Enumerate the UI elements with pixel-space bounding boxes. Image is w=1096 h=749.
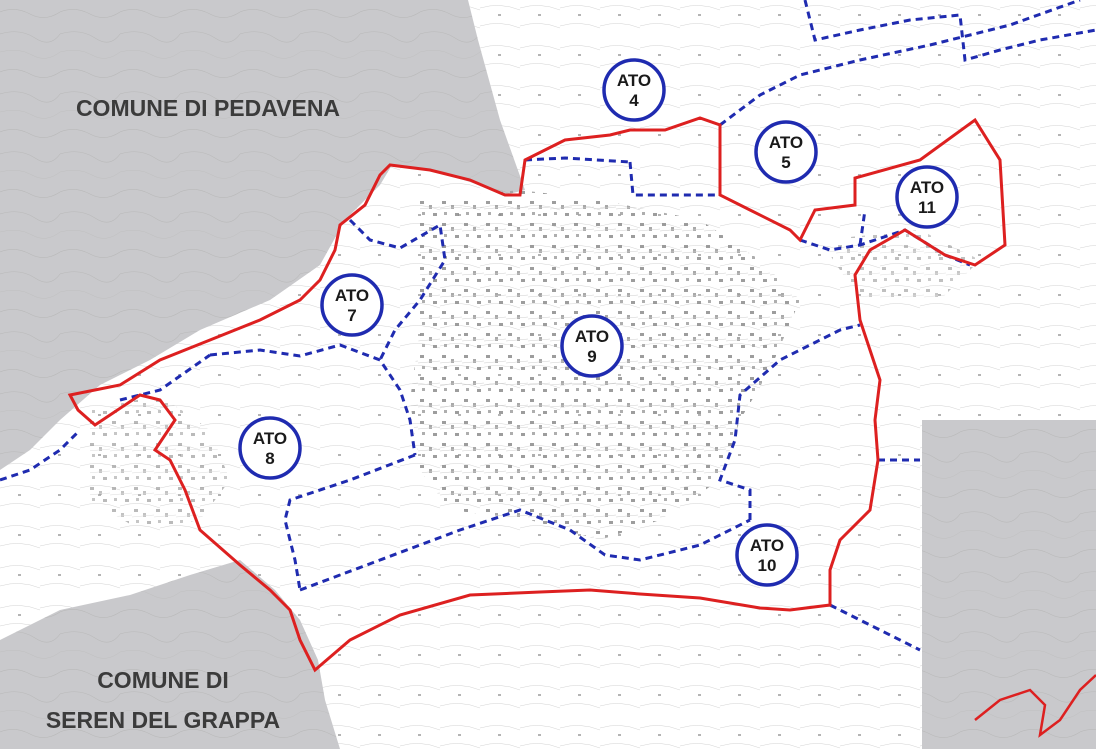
label-seren-line2: SEREN DEL GRAPPA: [46, 707, 280, 733]
ato-4-marker[interactable]: ATO 4: [602, 58, 666, 122]
ato-8-marker[interactable]: ATO 8: [238, 416, 302, 480]
municipal-boundary: [67, 116, 1007, 673]
village-west: [90, 395, 230, 530]
svg-text:ATO: ATO: [769, 133, 803, 152]
ato-10-marker[interactable]: ATO 10: [735, 523, 799, 587]
inset-boundary: [974, 674, 1096, 738]
ato-9-marker[interactable]: ATO 9: [560, 314, 624, 378]
ato-7-marker[interactable]: ATO 7: [320, 273, 384, 337]
svg-text:ATO: ATO: [253, 429, 287, 448]
ato-5-marker[interactable]: ATO 5: [754, 120, 818, 184]
label-pedavena: COMUNE DI PEDAVENA: [76, 95, 340, 121]
svg-text:ATO: ATO: [910, 178, 944, 197]
svg-text:5: 5: [781, 153, 790, 172]
svg-text:ATO: ATO: [575, 327, 609, 346]
svg-text:ATO: ATO: [617, 71, 651, 90]
svg-text:7: 7: [347, 306, 356, 325]
ato-11-marker[interactable]: ATO 11: [895, 165, 959, 229]
svg-text:11: 11: [918, 198, 936, 217]
svg-text:4: 4: [629, 91, 639, 110]
label-seren-line1: COMUNE DI: [97, 667, 229, 693]
village-east: [820, 230, 980, 300]
svg-text:8: 8: [265, 449, 274, 468]
svg-text:10: 10: [758, 556, 777, 575]
svg-text:ATO: ATO: [335, 286, 369, 305]
seren-texture: [0, 560, 340, 749]
inset-texture: [922, 420, 1096, 749]
svg-text:9: 9: [587, 347, 596, 366]
ato-boundaries: [0, 0, 1096, 652]
svg-text:ATO: ATO: [750, 536, 784, 555]
pedavena-texture: [0, 0, 525, 470]
